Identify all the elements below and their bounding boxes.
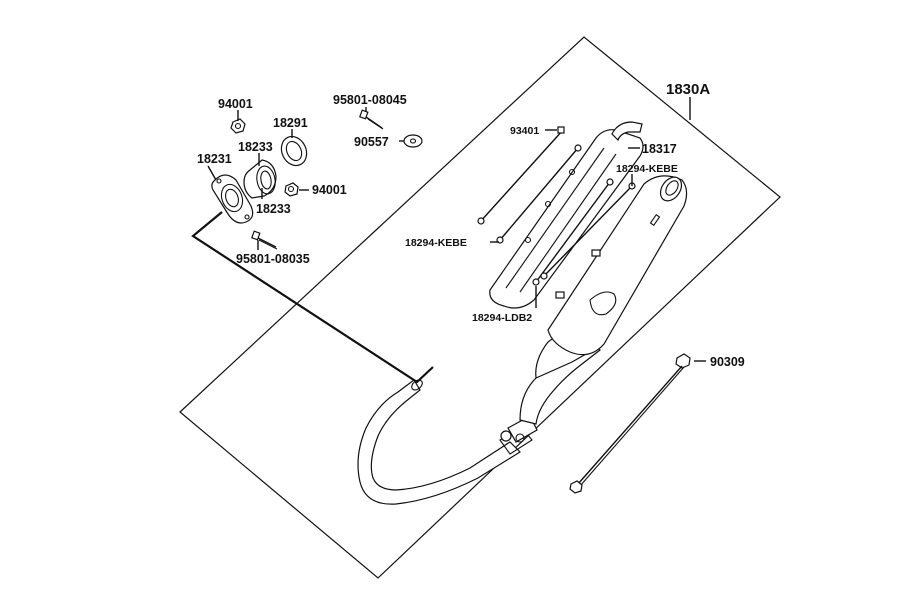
hose-clamp <box>477 126 565 225</box>
washer-icon <box>403 134 423 148</box>
label-washer: 90557 <box>354 135 389 149</box>
label-heat-shield: 18317 <box>642 142 677 156</box>
label-clamp-bottom: 18294-LDB2 <box>472 312 532 324</box>
label-ring-gasket: 18291 <box>273 116 308 130</box>
hose-clamp <box>532 178 614 286</box>
label-long-bolt: 90309 <box>710 355 745 369</box>
bolt-icon <box>251 230 278 250</box>
label-nut: 94001 <box>312 183 347 197</box>
label-assembly: 1830A <box>666 81 710 98</box>
long-bolt-icon <box>569 353 691 494</box>
header-pipe <box>357 379 538 505</box>
label-flange: 18231 <box>197 152 232 166</box>
heat-shield <box>489 121 644 309</box>
label-bolt-bottom: 95801-08035 <box>236 252 310 266</box>
label-clamp-right: 18294-KEBE <box>616 163 678 175</box>
nut-icon <box>284 182 299 197</box>
collar-icon <box>243 159 277 199</box>
label-bolt-top: 95801-08045 <box>333 93 407 107</box>
label-collar: 18233 <box>238 140 273 154</box>
label-screw-top: 93401 <box>510 125 539 137</box>
label-collar-lower: 18233 <box>256 202 291 216</box>
flange-icon <box>211 174 254 224</box>
flange-to-pipe-link <box>191 211 434 384</box>
muffler-canister <box>547 175 688 356</box>
assembly-boundary <box>179 36 781 579</box>
label-nut-top: 94001 <box>218 97 253 111</box>
label-clamp-left: 18294-KEBE <box>405 237 467 249</box>
leader-line <box>207 165 217 181</box>
ring-gasket-icon <box>280 135 308 167</box>
nut-icon <box>230 118 246 134</box>
bolt-icon <box>359 109 384 130</box>
